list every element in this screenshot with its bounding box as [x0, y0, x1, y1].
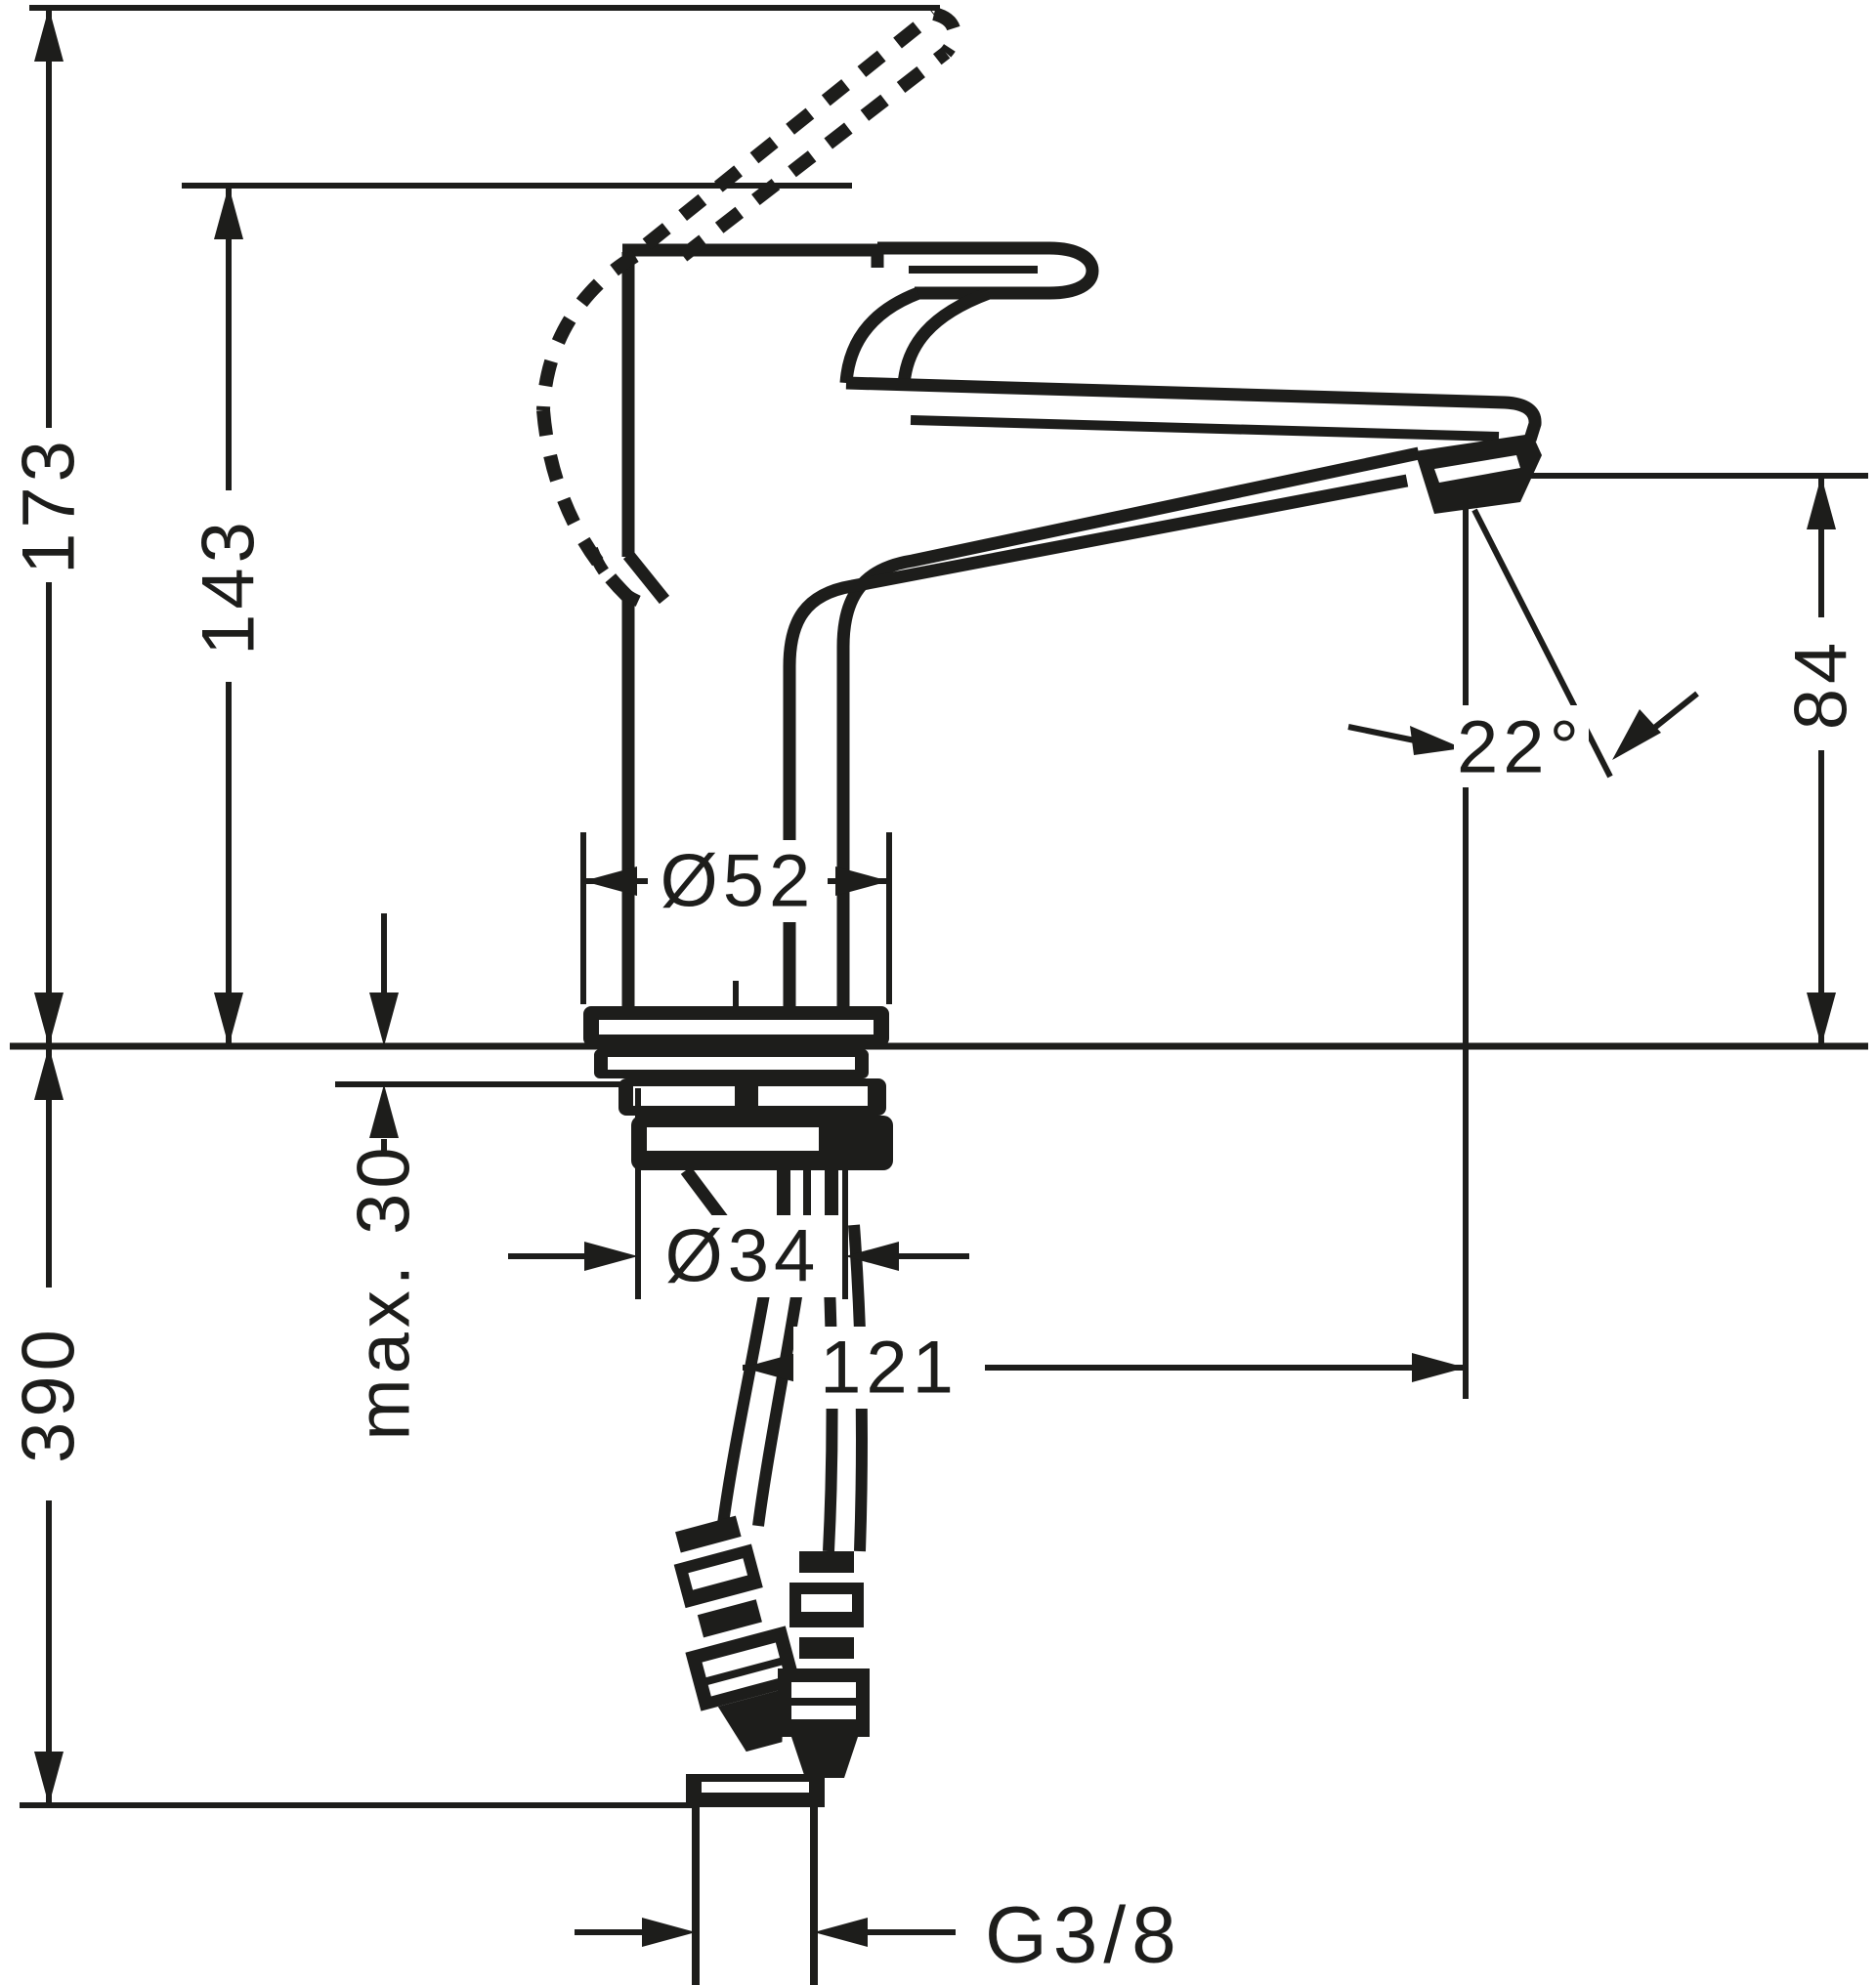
dimension-height-to-lever: 143 — [188, 186, 271, 1046]
arrow-right-icon — [584, 1242, 638, 1271]
dim-overall-height-label: 173 — [8, 436, 91, 574]
flange-ring-slot — [608, 1057, 855, 1070]
dim-hole-diameter-label: Ø34 — [665, 1215, 821, 1298]
dimension-spout-reach: 121 — [743, 1327, 1466, 1410]
hose-connector-right — [686, 1551, 870, 1807]
dim-stream-angle-label: 22° — [1457, 706, 1584, 789]
faucet-outline — [621, 241, 1542, 1008]
spout-aerator — [1415, 434, 1542, 514]
open-lever-lower-edge — [678, 47, 951, 262]
annotation-stream-angle: 22° — [1347, 508, 1699, 789]
open-lever-body-left — [536, 249, 639, 411]
spout-inner-line — [910, 415, 1500, 442]
dim-spout-height-label: 84 — [1780, 638, 1863, 731]
arrow-right-icon — [1410, 726, 1463, 755]
dimension-overall-height: 173 — [8, 8, 91, 1046]
open-lever-tip-arc — [931, 7, 961, 58]
spout-underside-inner — [783, 474, 1409, 1008]
lever-neck-outer — [839, 286, 921, 384]
arrow-up-icon — [34, 1046, 64, 1100]
dimension-below-counter: 390 — [8, 1046, 91, 1805]
clamp-band-slot-right — [758, 1086, 868, 1106]
g38-pipe — [692, 1807, 818, 1985]
dimension-spout-height: 84 — [1780, 476, 1863, 1046]
body-chin — [622, 550, 670, 605]
arrow-up-icon — [214, 186, 243, 239]
arrow-right-icon — [1412, 1353, 1466, 1382]
dim-below-counter-label: 390 — [8, 1325, 91, 1463]
hose-connector-left — [673, 1515, 801, 1753]
annotation-connection-thread: G3/8 — [575, 1891, 1182, 1980]
arrow-down-left-icon — [1612, 709, 1661, 760]
arrow-up-icon — [34, 8, 64, 62]
dim-max-counter-thickness-label: max. 30 — [343, 1142, 426, 1440]
dashed-open-handle — [536, 7, 961, 612]
dim-spout-reach-label: 121 — [820, 1327, 959, 1410]
arrow-down-icon — [214, 992, 243, 1046]
arrow-down-icon — [34, 992, 64, 1046]
chin-dashed-arc — [586, 546, 653, 612]
open-lever-upper-edge — [642, 8, 939, 250]
arrow-left-icon — [743, 1353, 796, 1382]
arrow-right-icon — [835, 866, 889, 896]
spout-top-edge — [845, 376, 1542, 442]
dimension-base-diameter: Ø52 — [583, 840, 889, 923]
arrow-left-icon — [814, 1918, 868, 1947]
fastening-nut-slot — [647, 1127, 819, 1151]
arrow-up-icon — [369, 1084, 399, 1138]
dimension-hole-diameter: Ø34 — [508, 1215, 969, 1298]
lever-neck-inner — [897, 286, 992, 386]
dim-connection-thread-label: G3/8 — [985, 1891, 1182, 1980]
base-plinth-slot — [599, 1020, 874, 1035]
dim-height-to-lever-label: 143 — [188, 517, 271, 655]
arrow-left-icon — [583, 866, 637, 896]
reference-lines — [10, 5, 1868, 1808]
arrow-down-icon — [34, 1752, 64, 1805]
dimension-max-counter-thickness: max. 30 — [343, 913, 426, 1441]
dim-base-diameter-label: Ø52 — [661, 840, 816, 923]
arrow-left-icon — [845, 1242, 899, 1271]
arrow-right-icon — [642, 1918, 696, 1947]
clamp-band-slot-left — [633, 1086, 735, 1106]
open-lever-body-bottom — [536, 409, 638, 608]
arrow-up-icon — [1807, 476, 1836, 529]
arrow-down-icon — [369, 992, 399, 1046]
arrow-down-icon — [1807, 992, 1836, 1046]
lever-blade — [877, 241, 1099, 300]
